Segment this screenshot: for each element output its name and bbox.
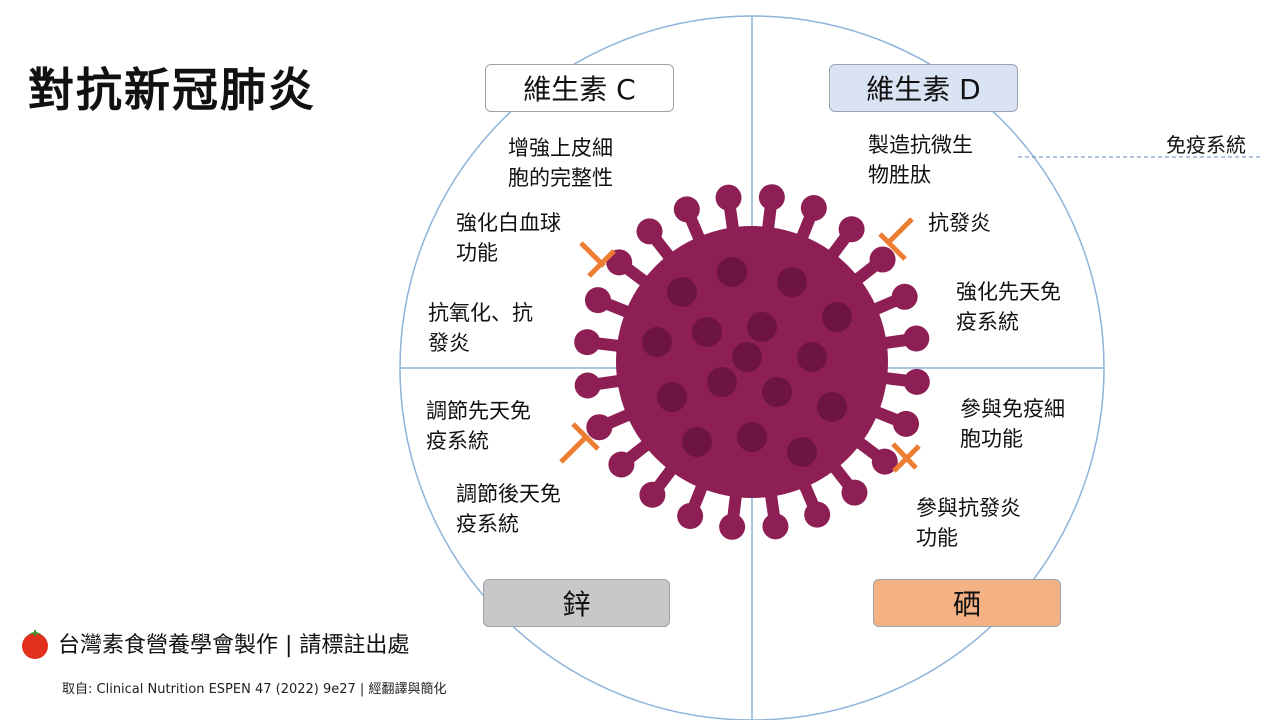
virus-surface-protein <box>642 327 672 357</box>
virus-surface-protein <box>682 427 712 457</box>
virus-spike-head <box>574 329 601 356</box>
virus-spike-head <box>891 283 918 310</box>
virus-spike-head <box>586 414 613 441</box>
virus-spike-head <box>584 287 611 314</box>
virus-spike-head <box>838 216 865 243</box>
zinc-effect-adaptive: 調節後天免 疫系統 <box>456 482 561 536</box>
virus-surface-protein <box>732 342 762 372</box>
vitc-effect-leukocyte: 強化白血球 功能 <box>456 211 561 265</box>
virus-spike-head <box>715 184 742 211</box>
inhibitor-zinc <box>559 422 600 464</box>
virus-surface-protein <box>797 342 827 372</box>
tomato-logo-icon <box>22 630 48 659</box>
virus-spike-head <box>800 194 827 221</box>
immune-system-note: 免疫系統 <box>1166 133 1246 157</box>
virus-surface-protein <box>747 312 777 342</box>
virus-spike-head <box>608 451 635 478</box>
virus-surface-protein <box>667 277 697 307</box>
virus-surface-protein <box>787 437 817 467</box>
virus-surface-protein <box>737 422 767 452</box>
virus-spike-head <box>903 325 930 352</box>
virus-spike-head <box>574 372 601 399</box>
inhibitor-vitd <box>878 217 914 261</box>
virus-spike-head <box>903 368 930 395</box>
virus-illustration <box>574 184 930 540</box>
virus-spike-head <box>869 246 896 273</box>
selenium-heading: 硒 <box>873 579 1061 627</box>
vitc-effect-epithelial: 增強上皮細 胞的完整性 <box>508 136 613 190</box>
virus-spike-head <box>841 479 868 506</box>
zinc-heading: 鋅 <box>483 579 670 627</box>
footer-org: 台灣素食營養學會製作 | 請標註出處 <box>18 626 409 660</box>
virus-surface-protein <box>817 392 847 422</box>
virus-spike-head <box>673 196 700 223</box>
page-title: 對抗新冠肺炎 <box>28 63 316 117</box>
virus-spike-head <box>639 481 666 508</box>
virus-surface-protein <box>707 367 737 397</box>
virus-spike-head <box>636 218 663 245</box>
vitamin-d-heading: 維生素 D <box>829 64 1018 112</box>
vitc-effect-antioxidant: 抗氧化、抗 發炎 <box>428 301 533 355</box>
virus-spike-head <box>893 410 920 437</box>
virus-spike-head <box>762 513 789 540</box>
footer-org-text: 台灣素食營養學會製作 | 請標註出處 <box>58 633 410 658</box>
virus-spike-head <box>804 501 831 528</box>
inhibitor-vitc <box>579 241 616 278</box>
virus-surface-protein <box>692 317 722 347</box>
virus-spike-head <box>606 249 633 276</box>
vitd-effect-peptides: 製造抗微生 物胜肽 <box>868 133 973 187</box>
virus-spike-head <box>677 503 704 530</box>
vitamin-c-heading: 維生素 C <box>485 64 674 112</box>
virus-surface-protein <box>657 382 687 412</box>
virus-spike-head <box>758 184 785 211</box>
virus-surface-protein <box>822 302 852 332</box>
virus-surface-protein <box>777 267 807 297</box>
virus-spike-head <box>871 448 898 475</box>
vitd-effect-antiinflammatory: 抗發炎 <box>928 211 991 235</box>
inhibitor-selenium <box>891 442 921 473</box>
virus-surface-protein <box>717 257 747 287</box>
selenium-effect-immune-cells: 參與免疫細 胞功能 <box>960 397 1065 451</box>
virus-surface-protein <box>762 377 792 407</box>
selenium-effect-antiinflammatory: 參與抗發炎 功能 <box>916 496 1021 550</box>
vitd-effect-innate: 強化先天免 疫系統 <box>956 280 1061 334</box>
virus-spike-head <box>719 513 746 540</box>
footer-source: 取自: Clinical Nutrition ESPEN 47 (2022) 9… <box>62 682 447 697</box>
zinc-effect-innate: 調節先天免 疫系統 <box>426 399 531 453</box>
